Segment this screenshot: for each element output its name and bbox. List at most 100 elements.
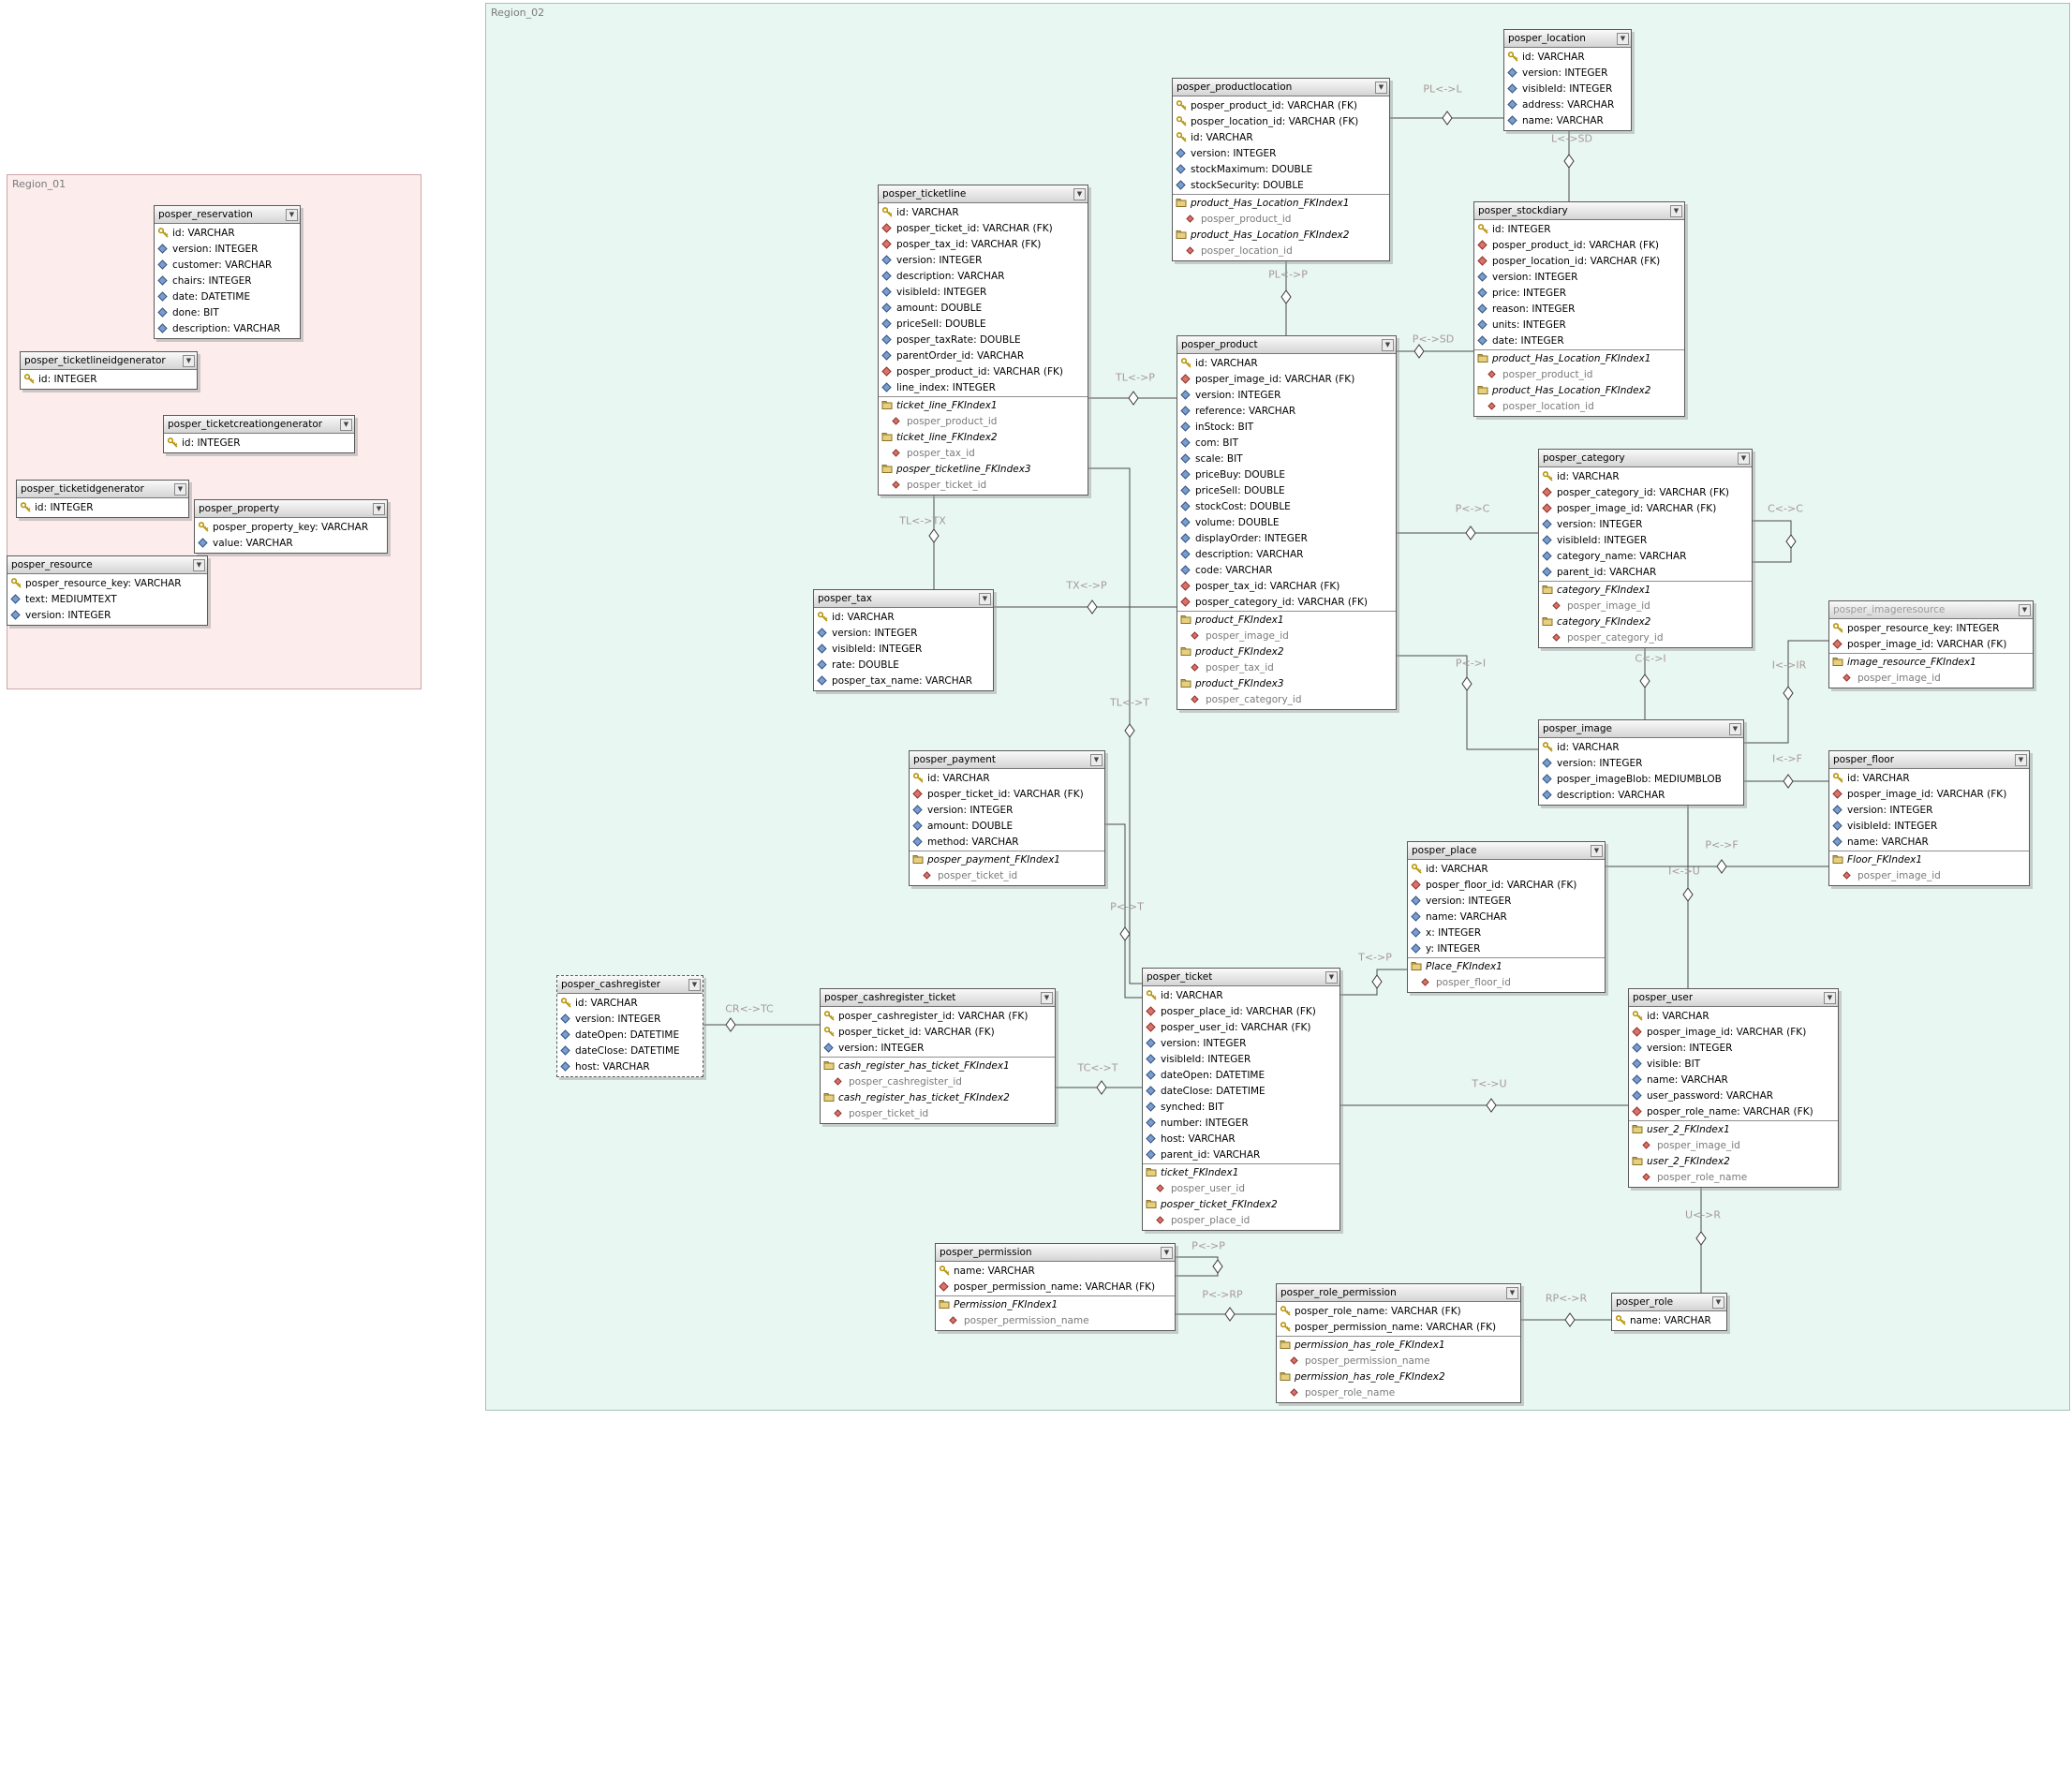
table-header[interactable]: posper_cashregister▼	[557, 976, 703, 994]
table-header[interactable]: posper_property▼	[195, 500, 387, 518]
table-posper_cashregister_ticket[interactable]: posper_cashregister_ticket▼posper_cashre…	[820, 988, 1056, 1124]
primary-key-icon	[1180, 357, 1195, 369]
column-row: x: INTEGER	[1408, 925, 1605, 940]
table-posper_role_permission[interactable]: posper_role_permission▼posper_role_name:…	[1276, 1283, 1521, 1403]
table-header[interactable]: posper_ticketlineidgenerator▼	[21, 352, 197, 370]
attribute-icon	[1542, 567, 1557, 577]
primary-key-icon	[23, 373, 38, 385]
table-posper_imageresource[interactable]: posper_imageresource▼posper_resource_key…	[1828, 600, 2034, 688]
table-header[interactable]: posper_user▼	[1629, 989, 1838, 1007]
collapse-caret-icon[interactable]: ▼	[1090, 753, 1103, 766]
collapse-caret-icon[interactable]: ▼	[1824, 991, 1836, 1004]
column-row: posper_tax_name: VARCHAR	[814, 673, 993, 688]
relationship-p-i[interactable]	[1397, 655, 1538, 750]
relationship-c-c[interactable]	[1753, 520, 1792, 563]
table-header[interactable]: posper_ticketidgenerator▼	[17, 481, 188, 498]
table-posper_ticketlineidgenerator[interactable]: posper_ticketlineidgenerator▼id: INTEGER	[20, 351, 198, 390]
collapse-caret-icon[interactable]: ▼	[1375, 81, 1387, 94]
collapse-caret-icon[interactable]: ▼	[979, 592, 991, 605]
index-row: product_Has_Location_FKIndex2	[1173, 227, 1389, 243]
collapse-caret-icon[interactable]: ▼	[1738, 451, 1750, 465]
table-header[interactable]: posper_location▼	[1504, 30, 1631, 48]
table-header[interactable]: posper_role▼	[1612, 1294, 1726, 1311]
table-header[interactable]: posper_role_permission▼	[1277, 1284, 1520, 1302]
index-column-row: posper_floor_id	[1408, 974, 1605, 990]
table-posper_resource[interactable]: posper_resource▼posper_resource_key: VAR…	[7, 555, 208, 626]
table-header[interactable]: posper_resource▼	[7, 556, 207, 574]
table-header[interactable]: posper_cashregister_ticket▼	[821, 989, 1055, 1007]
collapse-caret-icon[interactable]: ▼	[1506, 1286, 1518, 1299]
table-header[interactable]: posper_category▼	[1539, 450, 1752, 467]
collapse-caret-icon[interactable]: ▼	[688, 978, 701, 991]
attribute-icon	[1632, 1090, 1647, 1101]
table-posper_role[interactable]: posper_role▼name: VARCHAR	[1611, 1293, 1727, 1331]
collapse-caret-icon[interactable]: ▼	[286, 208, 298, 221]
index-column-icon	[1487, 402, 1502, 410]
collapse-caret-icon[interactable]: ▼	[1729, 722, 1741, 735]
table-header[interactable]: posper_imageresource▼	[1829, 601, 2033, 619]
table-header[interactable]: posper_product▼	[1177, 336, 1396, 354]
index-row: Floor_FKIndex1	[1829, 851, 2029, 867]
column-def: description: VARCHAR	[172, 322, 281, 334]
collapse-caret-icon[interactable]: ▼	[1041, 991, 1053, 1004]
table-header[interactable]: posper_permission▼	[936, 1244, 1175, 1262]
collapse-caret-icon[interactable]: ▼	[193, 558, 205, 571]
table-header[interactable]: posper_stockdiary▼	[1474, 202, 1684, 220]
attribute-icon	[1632, 1043, 1647, 1053]
collapse-caret-icon[interactable]: ▼	[1670, 204, 1682, 217]
collapse-caret-icon[interactable]: ▼	[1325, 970, 1338, 984]
index-row: permission_has_role_FKIndex2	[1277, 1369, 1520, 1384]
column-row: inStock: BIT	[1177, 419, 1396, 435]
table-header[interactable]: posper_ticketline▼	[879, 185, 1088, 203]
table-posper_ticketidgenerator[interactable]: posper_ticketidgenerator▼id: INTEGER	[16, 480, 189, 518]
collapse-caret-icon[interactable]: ▼	[1712, 1295, 1724, 1309]
table-header[interactable]: posper_ticketcreationgenerator▼	[164, 416, 354, 434]
table-header[interactable]: posper_place▼	[1408, 842, 1605, 860]
table-posper_property[interactable]: posper_property▼posper_property_key: VAR…	[194, 499, 388, 554]
collapse-caret-icon[interactable]: ▼	[1591, 844, 1603, 857]
collapse-caret-icon[interactable]: ▼	[1617, 32, 1629, 45]
relationship-p-t[interactable]	[1105, 823, 1142, 999]
index-row: posper_ticketline_FKIndex3	[879, 461, 1088, 477]
table-posper_productlocation[interactable]: posper_productlocation▼posper_product_id…	[1172, 78, 1390, 261]
collapse-caret-icon[interactable]: ▼	[1161, 1246, 1173, 1259]
collapse-caret-icon[interactable]: ▼	[373, 502, 385, 515]
index-column-row: posper_product_id	[1474, 366, 1684, 382]
table-header[interactable]: posper_payment▼	[910, 751, 1104, 769]
collapse-caret-icon[interactable]: ▼	[2015, 753, 2027, 766]
collapse-caret-icon[interactable]: ▼	[174, 482, 186, 496]
table-header[interactable]: posper_image▼	[1539, 720, 1743, 738]
collapse-caret-icon[interactable]: ▼	[2019, 603, 2031, 616]
relationship-p-p[interactable]	[1176, 1256, 1219, 1277]
collapse-caret-icon[interactable]: ▼	[183, 354, 195, 367]
collapse-caret-icon[interactable]: ▼	[340, 418, 352, 431]
collapse-caret-icon[interactable]: ▼	[1382, 338, 1394, 351]
table-header[interactable]: posper_floor▼	[1829, 751, 2029, 769]
index-icon	[1280, 1339, 1295, 1350]
table-header[interactable]: posper_reservation▼	[155, 206, 300, 224]
attribute-icon	[198, 538, 213, 548]
table-header[interactable]: posper_ticket▼	[1143, 969, 1339, 986]
table-header[interactable]: posper_productlocation▼	[1173, 79, 1389, 96]
table-posper_ticketcreationgenerator[interactable]: posper_ticketcreationgenerator▼id: INTEG…	[163, 415, 355, 453]
attribute-icon	[823, 1043, 838, 1053]
table-header[interactable]: posper_tax▼	[814, 590, 993, 608]
collapse-caret-icon[interactable]: ▼	[1073, 187, 1086, 200]
